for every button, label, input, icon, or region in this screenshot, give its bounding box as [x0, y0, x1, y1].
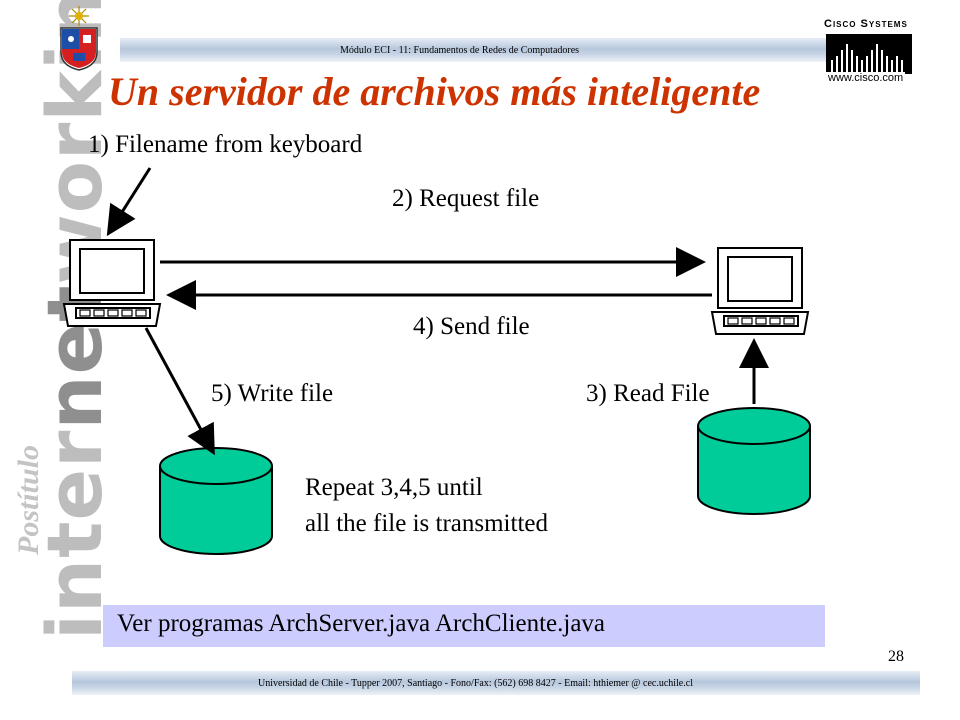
- programs-note-box: Ver programas ArchServer.java ArchClient…: [103, 605, 825, 647]
- client-computer-icon: [62, 239, 162, 327]
- footer-bar: [72, 671, 920, 695]
- step-3-label: 3) Read File: [586, 380, 710, 407]
- server-computer-icon: [710, 247, 810, 335]
- programs-note: Ver programas ArchServer.java ArchClient…: [117, 610, 606, 637]
- keyboard-arrow: [106, 167, 152, 237]
- university-logo: [60, 6, 98, 71]
- write-arrow: [144, 327, 215, 456]
- course-title: Módulo ECI - 11: Fundamentos de Redes de…: [340, 45, 580, 56]
- page-title: Un servidor de archivos más inteligente: [108, 69, 761, 114]
- header-bar: [120, 38, 910, 62]
- page-number: 28: [888, 648, 904, 665]
- cisco-bridge-graphic: [826, 34, 912, 74]
- step-4-label: 4) Send file: [413, 313, 530, 340]
- step-1-label: 1) Filename from keyboard: [88, 131, 363, 158]
- server-disk-icon: [697, 407, 811, 515]
- footer-text: Universidad de Chile - Tupper 2007, Sant…: [258, 678, 693, 689]
- step-5-label: 5) Write file: [211, 380, 334, 407]
- repeat-text-line1: Repeat 3,4,5 until: [305, 474, 483, 501]
- client-disk-icon: [159, 447, 273, 555]
- repeat-text-line2: all the file is transmitted: [305, 510, 548, 537]
- cisco-logo: Cisco Systems www.cisco.com: [820, 18, 918, 84]
- cisco-brand-name: Cisco Systems: [824, 18, 908, 30]
- step-2-label: 2) Request file: [392, 185, 540, 212]
- cisco-url: www.cisco.com: [826, 72, 906, 84]
